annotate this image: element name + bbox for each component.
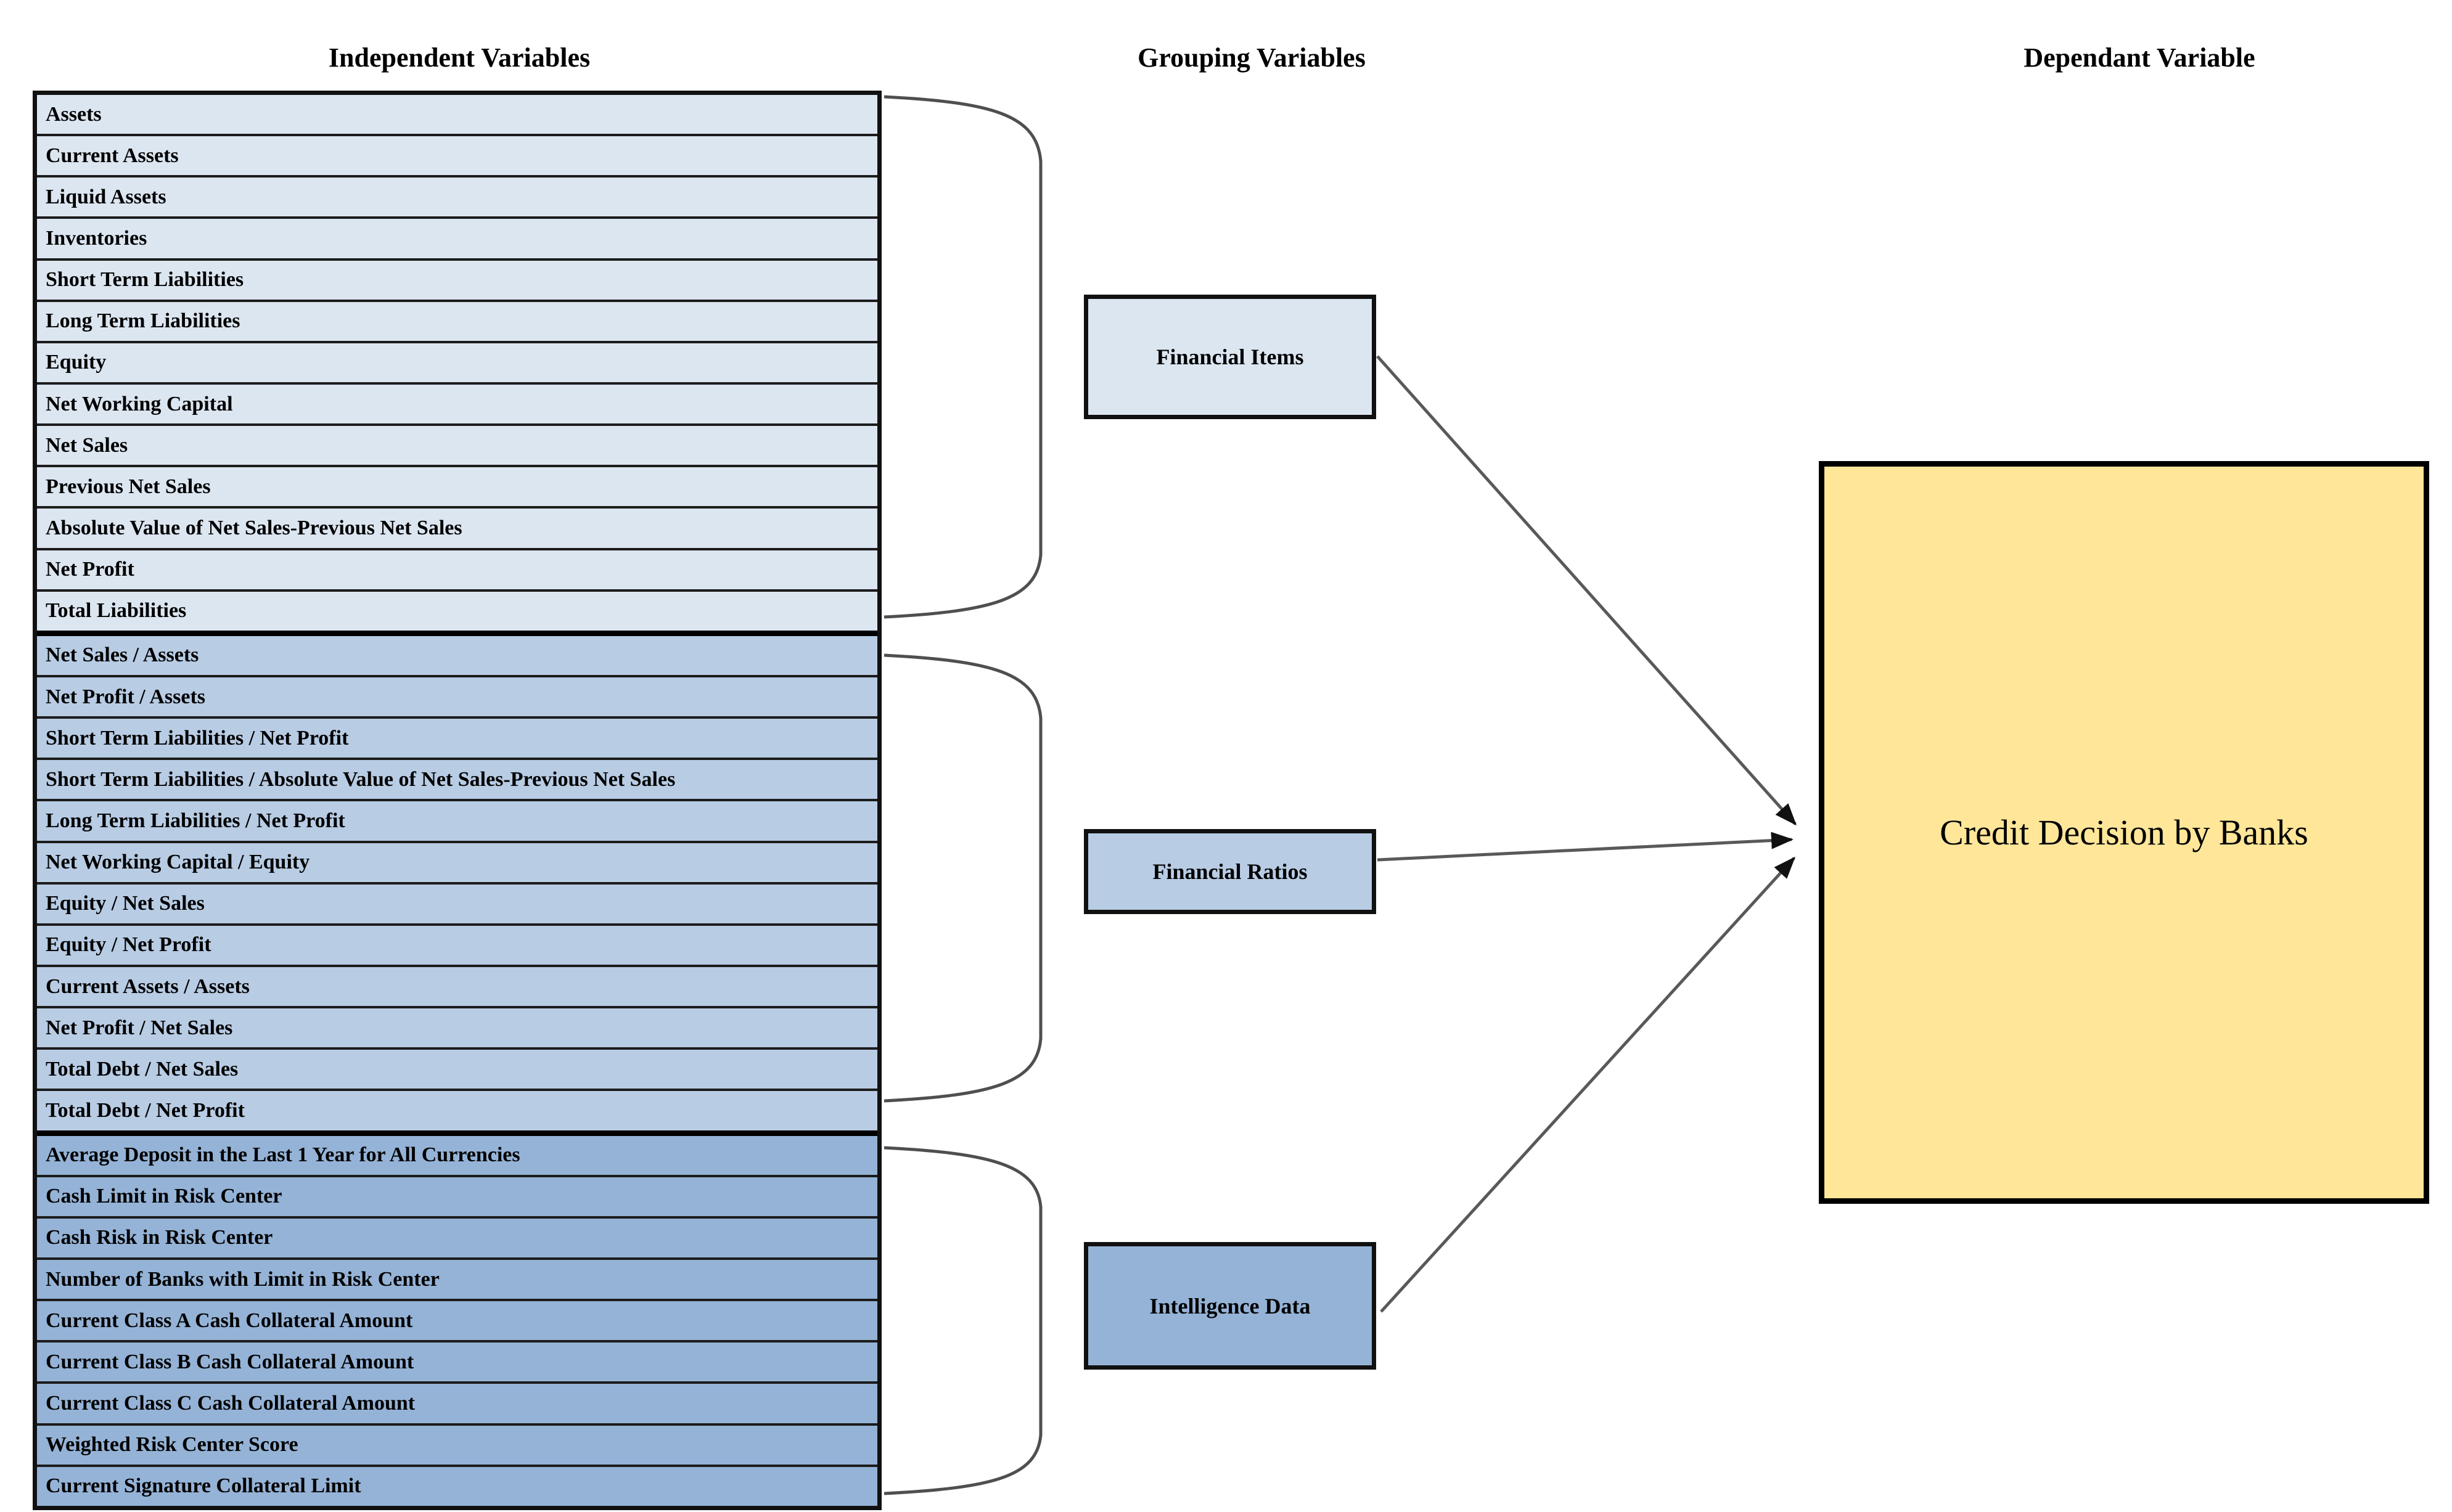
- table-row: Current Class B Cash Collateral Amount: [37, 1342, 877, 1384]
- group-box-intelligence-data: Intelligence Data: [1084, 1242, 1376, 1370]
- table-row: Cash Risk in Risk Center: [37, 1218, 877, 1260]
- independent-variables-header: Independent Variables: [328, 43, 591, 73]
- dependant-variable-header: Dependant Variable: [2024, 43, 2255, 73]
- table-row: Short Term Liabilities / Absolute Value …: [37, 760, 877, 802]
- table-row: Absolute Value of Net Sales-Previous Net…: [37, 509, 877, 550]
- table-row: Equity / Net Profit: [37, 925, 877, 967]
- table-row: Current Signature Collateral Limit: [37, 1466, 877, 1506]
- table-row: Current Assets: [37, 136, 877, 178]
- table-row: Short Term Liabilities / Net Profit: [37, 719, 877, 761]
- table-row: Net Sales / Assets: [37, 635, 877, 677]
- table-row: Total Liabilities: [37, 591, 877, 636]
- group-box-financial-items: Financial Items: [1084, 295, 1376, 419]
- table-row: Cash Limit in Risk Center: [37, 1177, 877, 1219]
- table-row: Equity: [37, 343, 877, 385]
- bracket-financial-ratios: [884, 653, 1043, 1103]
- table-row: Total Debt / Net Sales: [37, 1050, 877, 1092]
- table-row: Inventories: [37, 219, 877, 261]
- independent-variables-table: Assets Current Assets Liquid Assets Inve…: [33, 91, 882, 1510]
- table-row: Average Deposit in the Last 1 Year for A…: [37, 1135, 877, 1177]
- dependent-variable-box: Credit Decision by Banks: [1819, 461, 2429, 1204]
- table-row: Net Profit: [37, 550, 877, 592]
- table-row: Number of Banks with Limit in Risk Cente…: [37, 1259, 877, 1302]
- group-box-financial-ratios: Financial Ratios: [1084, 829, 1376, 914]
- table-row: Equity / Net Sales: [37, 884, 877, 926]
- table-row: Liquid Assets: [37, 178, 877, 219]
- arrow-financial-items: [1376, 355, 1797, 826]
- table-row: Current Class C Cash Collateral Amount: [37, 1384, 877, 1426]
- table-row: Current Assets / Assets: [37, 966, 877, 1009]
- table-row: Current Class A Cash Collateral Amount: [37, 1301, 877, 1343]
- table-row: Net Profit / Net Sales: [37, 1008, 877, 1050]
- table-row: Long Term Liabilities: [37, 301, 877, 343]
- table-row: Assets: [37, 95, 877, 137]
- table-row: Net Working Capital: [37, 384, 877, 427]
- table-row: Net Working Capital / Equity: [37, 843, 877, 885]
- table-row: Total Debt / Net Profit: [37, 1091, 877, 1136]
- table-row: Short Term Liabilities: [37, 260, 877, 302]
- bracket-intelligence-data: [884, 1146, 1043, 1495]
- table-row: Previous Net Sales: [37, 467, 877, 509]
- arrow-intelligence-data: [1380, 856, 1796, 1313]
- table-row: Net Profit / Assets: [37, 677, 877, 719]
- table-row: Long Term Liabilities / Net Profit: [37, 801, 877, 843]
- bracket-financial-items: [884, 95, 1043, 619]
- table-row: Weighted Risk Center Score: [37, 1425, 877, 1467]
- table-row: Net Sales: [37, 426, 877, 468]
- arrow-financial-ratios: [1377, 832, 1794, 862]
- grouping-variables-header: Grouping Variables: [1138, 43, 1366, 73]
